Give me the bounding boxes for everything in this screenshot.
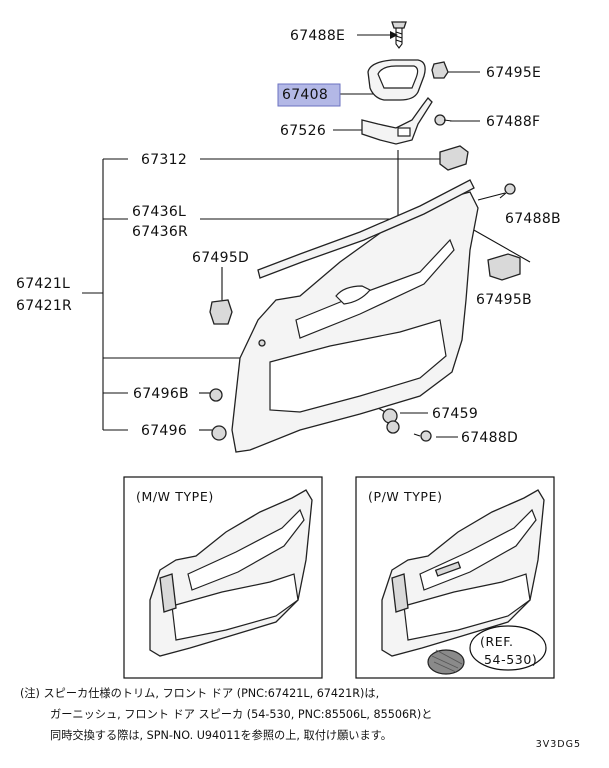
- ref-line-2: 54-530): [484, 652, 537, 667]
- clip-67495e: [431, 61, 449, 79]
- label-67488f[interactable]: 67488F: [486, 114, 540, 130]
- label-67496[interactable]: 67496: [141, 423, 187, 439]
- label-67488b[interactable]: 67488B: [505, 211, 561, 227]
- label-67488d[interactable]: 67488D: [461, 430, 518, 446]
- screw-67488e: [391, 21, 407, 49]
- inset-pw-title: (P/W TYPE): [368, 489, 443, 504]
- clip-67495b: [487, 253, 521, 281]
- grommet-67459: [382, 408, 400, 434]
- label-67459[interactable]: 67459: [432, 406, 478, 422]
- inset-pw-type: (P/W TYPE) (REF. 54-530): [355, 476, 555, 679]
- label-67496b[interactable]: 67496B: [133, 386, 189, 402]
- screw-67488d: [413, 430, 432, 442]
- label-67495b[interactable]: 67495B: [476, 292, 532, 308]
- speaker-grille-icon: [427, 649, 465, 675]
- label-67495e[interactable]: 67495E: [486, 65, 541, 81]
- clip-67496: [211, 425, 227, 441]
- bracket-67526: [361, 97, 433, 145]
- part-labels: 67488E 67495E 67408 67488F 67526 67312 6…: [16, 28, 561, 446]
- clip-67496b: [209, 388, 223, 402]
- inset-mw-type: (M/W TYPE): [123, 476, 323, 679]
- label-67488e[interactable]: 67488E: [290, 28, 345, 44]
- screw-67488b: [499, 183, 516, 199]
- footnote-line-3: 同時交換する際は, SPN-NO. U94011を参照の上, 取付け願います。: [50, 729, 392, 742]
- label-67421r[interactable]: 67421R: [16, 298, 72, 314]
- label-67421l[interactable]: 67421L: [16, 276, 70, 292]
- footnote-line-1: (注) スピーカ仕様のトリム, フロント ドア (PNC:67421L, 674…: [20, 687, 380, 700]
- diagram-code: 3V3DG5: [535, 739, 581, 750]
- screw-67488f: [434, 114, 453, 126]
- ref-line-1: (REF.: [480, 634, 514, 649]
- door-pull-cup-67408: [367, 59, 426, 101]
- footnote-line-2: ガーニッシュ, フロント ドア スピーカ (54-530, PNC:85506L…: [50, 708, 433, 721]
- label-67495d[interactable]: 67495D: [192, 250, 249, 266]
- door-trim-67421: [231, 179, 479, 453]
- label-67436r[interactable]: 67436R: [132, 224, 188, 240]
- clip-67495d: [209, 299, 233, 325]
- switch-bezel: [439, 145, 469, 171]
- label-67526[interactable]: 67526: [280, 123, 326, 139]
- part-highlight-67408: [277, 83, 341, 107]
- label-67408[interactable]: 67408: [282, 87, 328, 103]
- label-67312[interactable]: 67312: [141, 152, 187, 168]
- label-67436l[interactable]: 67436L: [132, 204, 186, 220]
- inset-mw-title: (M/W TYPE): [136, 489, 214, 504]
